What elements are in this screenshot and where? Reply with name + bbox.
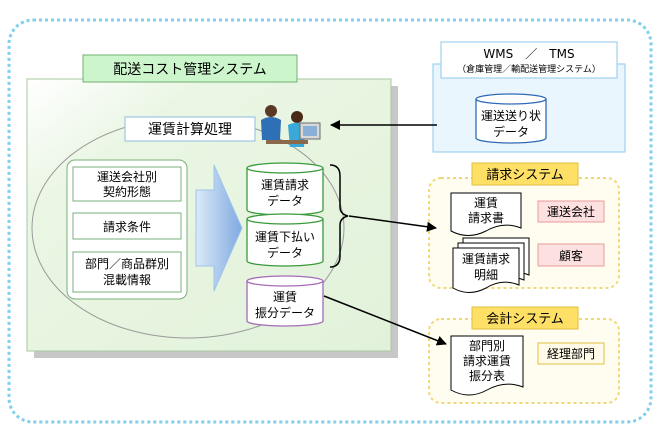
store-allocation-data: 運賃 振分データ (246, 275, 324, 327)
wms-store-line1: 運送送り状 (481, 108, 541, 123)
input-billing-terms (72, 212, 182, 240)
wms-tms-system: WMS ／ TMS （倉庫管理／輸配送管理システム） 運送送り状 データ (432, 41, 626, 153)
billing-invoice-doc (450, 192, 522, 236)
store-payment-line1: 運賃下払い (255, 229, 315, 244)
accounting-doc-line1: 部門別 (469, 338, 505, 353)
system-title: 配送コスト管理システム (113, 62, 267, 78)
wms-store-top (475, 93, 547, 105)
billing-system: 請求システム 運賃 請求書 運賃請求 明細 運送会社 顧客 (428, 162, 620, 293)
input-department (72, 251, 182, 293)
cost-management-system: 配送コスト管理システム 運賃計算処理 運送会社別 契約形態 請求条件 部門／商品… (26, 54, 398, 358)
store-billing-line1: 運賃請求 (261, 177, 309, 192)
accounting-doc-line3: 振分表 (469, 369, 505, 383)
recipient-customer (537, 243, 605, 267)
store-payment-data: 運賃下払い データ (246, 213, 324, 267)
arrow-allocation-to-accounting (323, 295, 447, 346)
store-billing-line2: データ (267, 193, 303, 208)
process-arrow (195, 164, 243, 292)
recipient-accounting-label: 経理部門 (547, 346, 595, 361)
wms-store-line2: データ (493, 124, 529, 139)
recipient-carrier (537, 200, 605, 223)
recipient-customer-label: 顧客 (559, 248, 583, 263)
recipient-carrier-label: 運送会社 (547, 204, 595, 219)
billing-detail-line2: 明細 (474, 268, 498, 282)
input-department-line2: 混載情報 (103, 273, 151, 287)
process-label-box (124, 116, 256, 142)
recipient-accounting (537, 342, 605, 365)
accounting-title: 会計システム (486, 311, 564, 327)
billing-title: 請求システム (486, 168, 564, 183)
store-payment-line2: データ (267, 245, 303, 260)
input-department-line1: 部門／商品群別 (85, 256, 169, 271)
wms-store-body (475, 99, 547, 144)
input-contract-line1: 運送会社別 (97, 169, 157, 184)
accounting-title-box (471, 306, 579, 330)
input-billing-terms-line1: 請求条件 (103, 220, 151, 234)
input-contract-line2: 契約形態 (103, 184, 151, 199)
data-bracket (329, 164, 349, 268)
billing-invoice-line2: 請求書 (468, 211, 504, 225)
outer-frame (7, 18, 653, 424)
billing-detail-docs: 運賃請求 明細 (452, 237, 530, 293)
input-contract (72, 166, 182, 202)
system-title-box (82, 54, 298, 83)
arrow-data-to-billing (348, 215, 437, 232)
store-billing-data: 運賃請求 データ (246, 162, 324, 216)
store-allocation-line1: 運賃 (273, 289, 297, 304)
wms-subtitle: （倉庫管理／輸配送管理システム） (457, 63, 601, 75)
wms-title: WMS ／ TMS (483, 47, 574, 61)
worker-icon (261, 105, 321, 147)
billing-detail-line1: 運賃請求 (462, 251, 510, 266)
accounting-system: 会計システム 部門別 請求運賃 振分表 経理部門 (428, 306, 620, 404)
store-allocation-line2: 振分データ (255, 305, 315, 320)
accounting-doc-line2: 請求運賃 (463, 353, 511, 368)
billing-title-box (471, 162, 579, 186)
billing-invoice-line1: 運賃 (474, 195, 498, 210)
accounting-doc (450, 335, 524, 396)
wms-title-box (440, 41, 618, 79)
process-label: 運賃計算処理 (148, 122, 232, 138)
